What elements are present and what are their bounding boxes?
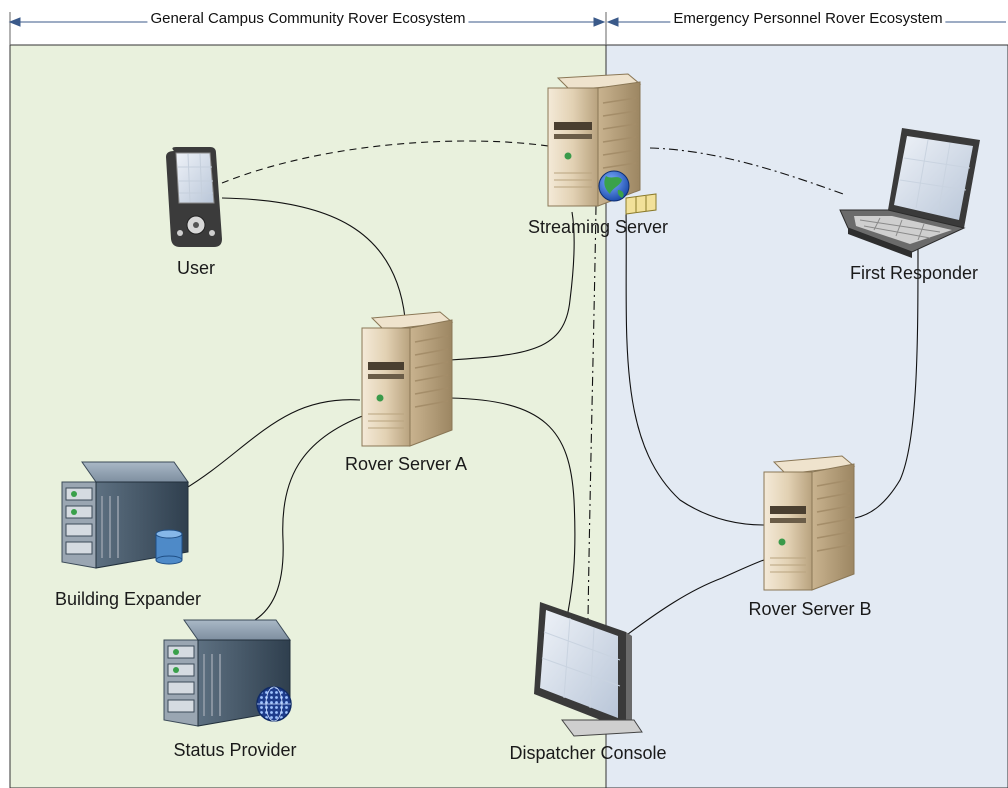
database-icon (155, 529, 183, 565)
label-rover-server-b: Rover Server B (748, 599, 872, 619)
label-dispatcher-console: Dispatcher Console (509, 743, 667, 763)
label-rover-server-a: Rover Server A (344, 454, 468, 474)
label-streaming-server: Streaming Server (527, 217, 669, 237)
link-rover-a-status (254, 414, 366, 621)
video-film-icon (625, 193, 657, 215)
pda-icon[interactable] (166, 147, 222, 247)
connections (182, 140, 919, 641)
link-streaming-rover-b (625, 209, 765, 526)
monitor-icon[interactable] (534, 602, 643, 737)
rover-server-a-icon[interactable] (361, 311, 454, 447)
rover-server-b-icon[interactable] (763, 455, 856, 591)
general-campus-zone (9, 44, 607, 788)
label-status-provider: Status Provider (173, 740, 297, 760)
network-globe-icon (256, 686, 292, 722)
building-expander-icon[interactable] (61, 461, 189, 569)
label-first-responder: First Responder (849, 263, 979, 283)
link-user-rover-a (221, 197, 406, 319)
label-building-expander: Building Expander (54, 589, 202, 609)
link-rover-a-dispatcher (449, 397, 576, 613)
laptop-icon[interactable] (839, 128, 980, 258)
link-rover-a-building (182, 399, 361, 491)
link-first-responder-rover-b (854, 244, 919, 519)
link-rover-a-streaming (449, 211, 575, 361)
link-streaming-dispatcher (587, 205, 597, 621)
zone-title-general-campus: General Campus Community Rover Ecosystem (147, 10, 469, 27)
zone-title-emergency-personnel: Emergency Personnel Rover Ecosystem (670, 10, 946, 27)
status-provider-icon[interactable] (163, 619, 292, 727)
link-streaming-first-responder (649, 147, 847, 196)
link-dispatcher-rover-b (619, 559, 765, 641)
globe-icon (598, 170, 630, 202)
label-user: User (176, 258, 216, 278)
